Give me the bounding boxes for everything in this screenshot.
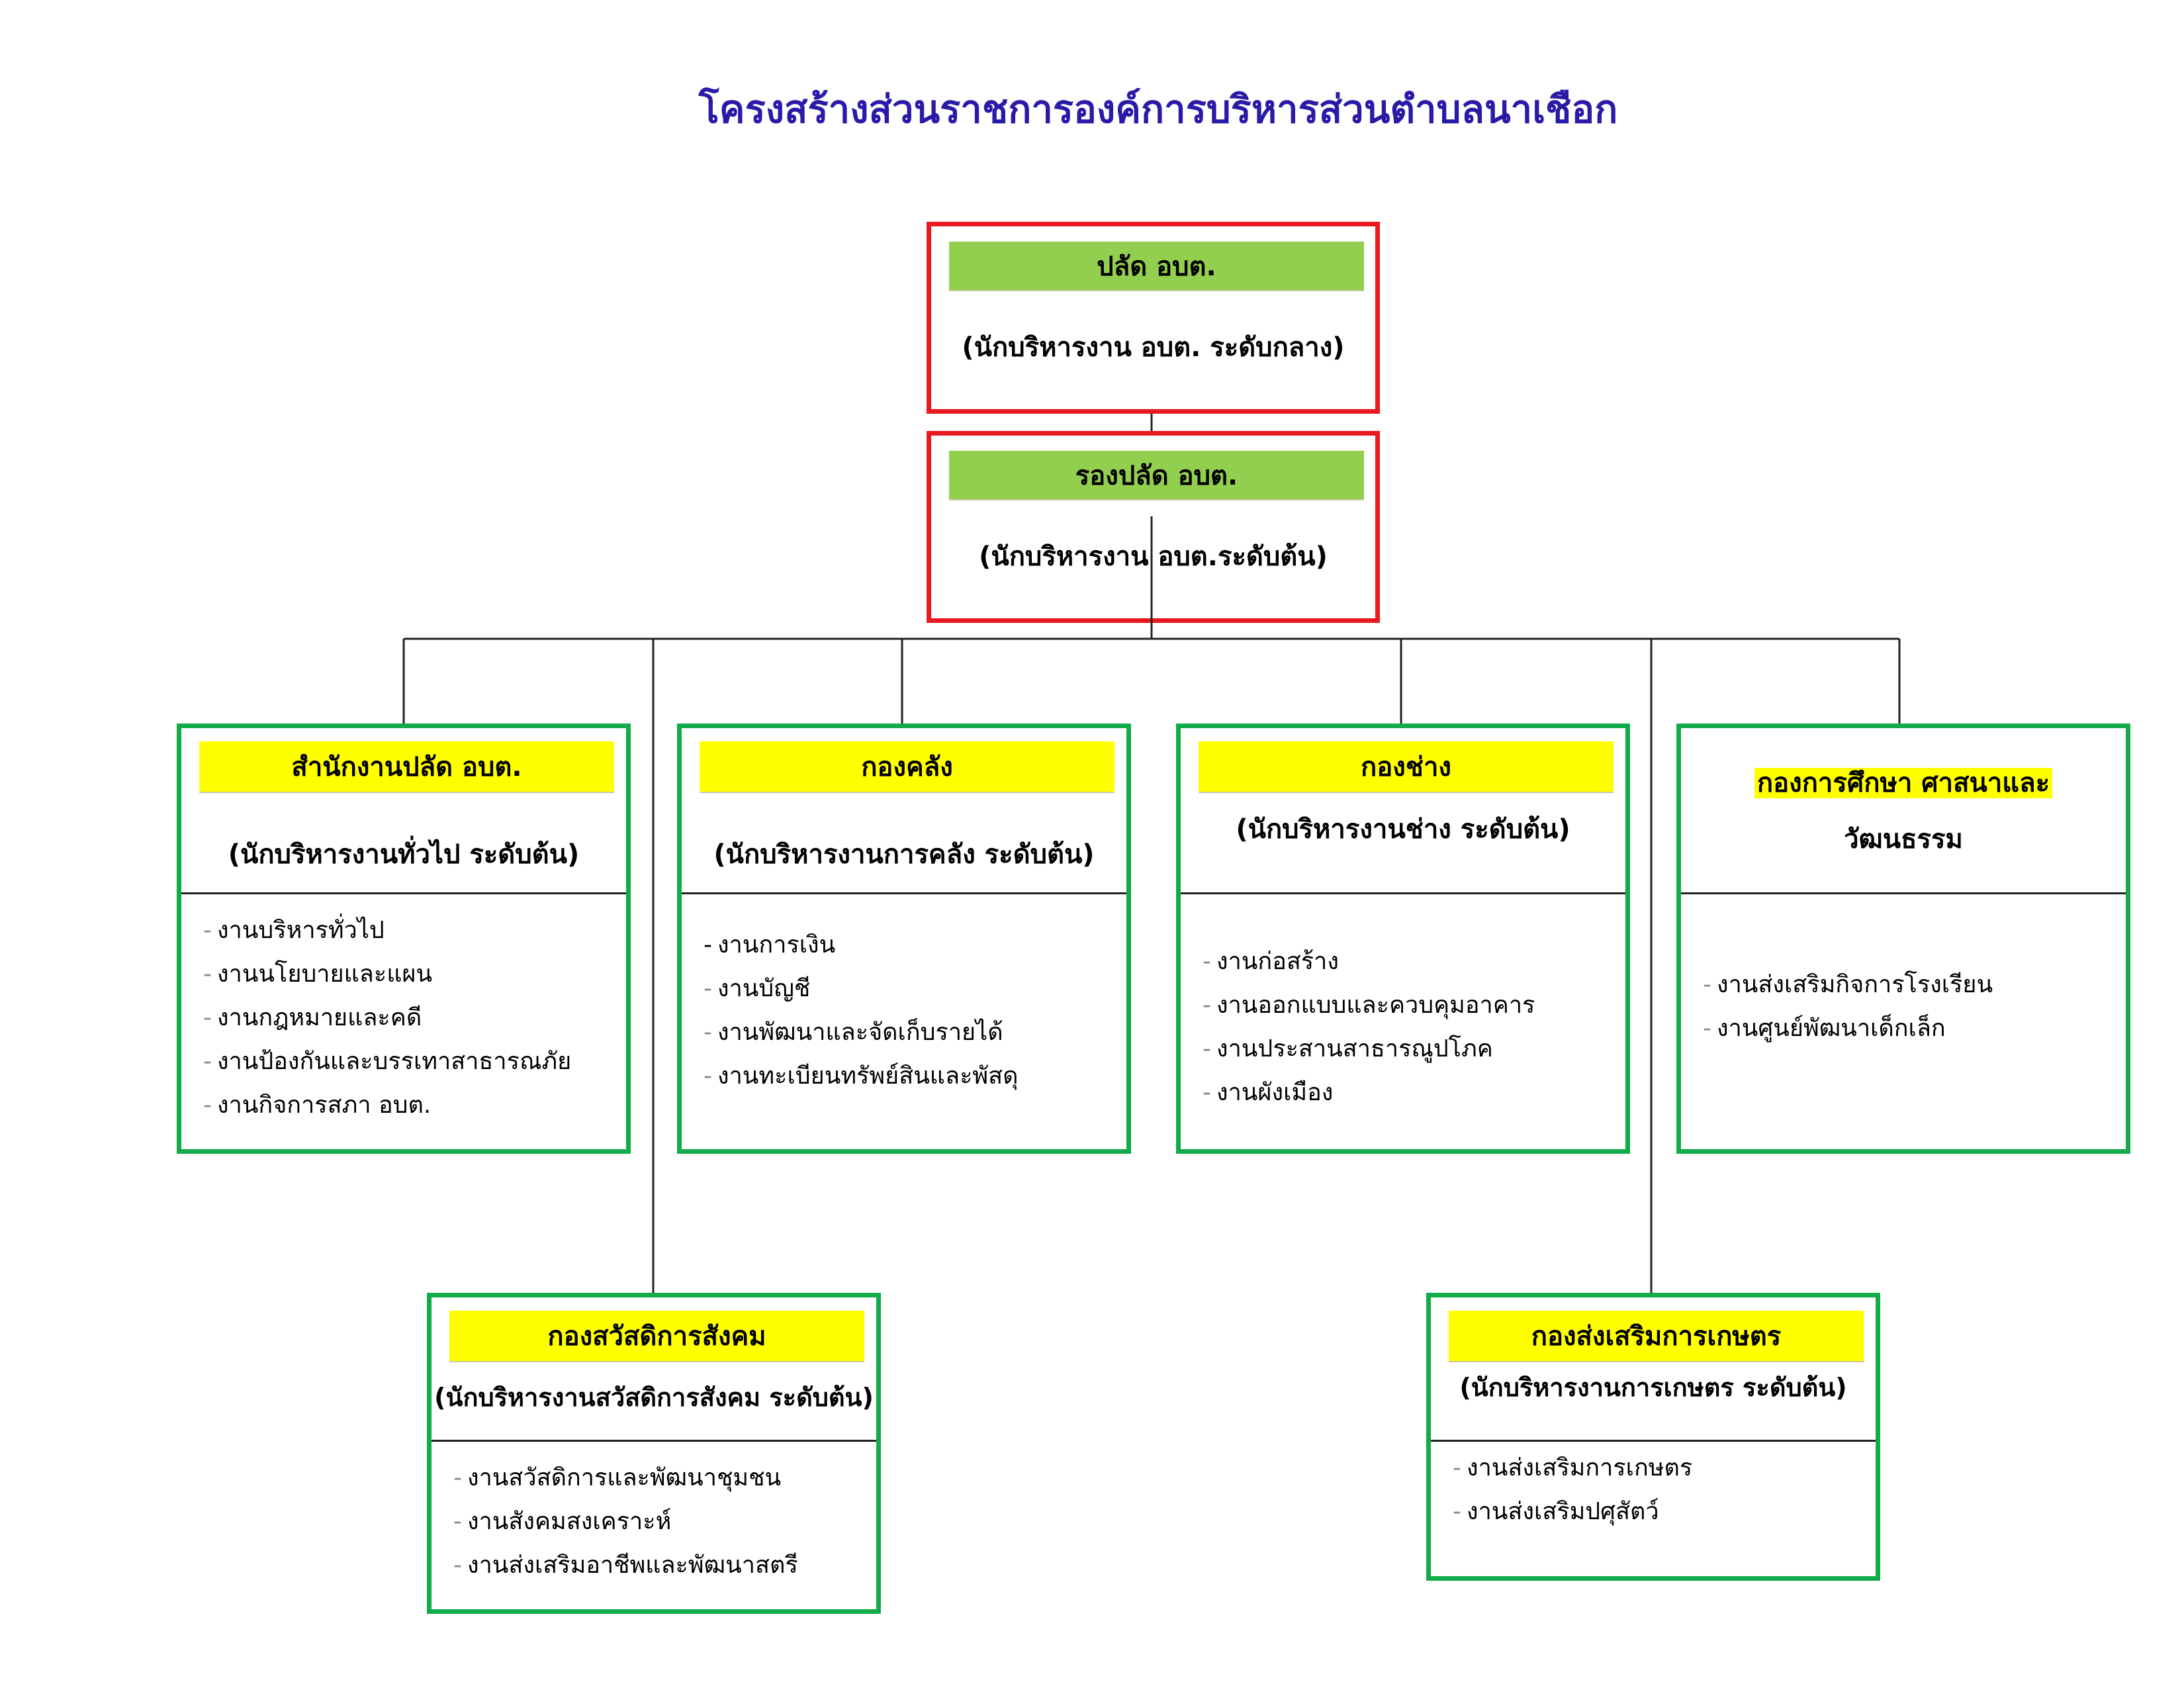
duty-item: -งานสังคมสงเคราะห์	[453, 1508, 672, 1535]
division-finance-duties: -งานการเงิน -งานบัญชี -งานพัฒนาและจัดเก็…	[704, 923, 1018, 1098]
duty-item: -งานบริหารทั่วไป	[203, 917, 385, 944]
division-education: กองการศึกษา ศาสนาและ วัฒนธรรม -งานส่งเสร…	[1676, 724, 2130, 1154]
chart-title: โครงสร้างส่วนราชการองค์การบริหารส่วนตำบล…	[698, 87, 1618, 132]
division-office: สำนักงานปลัด อบต. (นักบริหารงานทั่วไป ระ…	[177, 724, 631, 1154]
division-welfare-divider	[432, 1440, 876, 1442]
duty-item: -งานประสานสาธารณูปโภค	[1203, 1035, 1493, 1062]
division-finance-level: (นักบริหารงานการคลัง ระดับต้น)	[713, 839, 1095, 870]
division-welfare-duties: -งานสวัสดิการและพัฒนาชุมชน -งานสังคมสงเค…	[453, 1456, 798, 1587]
duty-item: -งานกฎหมายและคดี	[203, 1004, 422, 1031]
chief-level: (นักบริหารงาน อบต. ระดับกลาง)	[962, 332, 1345, 363]
chief-position: ปลัด อบต.	[949, 242, 1364, 291]
deputy-box: รองปลัด อบต. (นักบริหารงาน อบต.ระดับต้น)	[927, 431, 1380, 623]
duty-item: -งานศูนย์พัฒนาเด็กเล็ก	[1703, 1015, 1946, 1042]
division-engineering-name: กองช่าง	[1199, 741, 1614, 793]
duty-item: -งานกิจการสภา อบต.	[203, 1092, 432, 1119]
division-office-divider	[181, 892, 626, 894]
deputy-position: รองปลัด อบต.	[949, 451, 1364, 500]
duty-item: -งานป้องกันและบรรเทาสาธารณภัย	[203, 1048, 572, 1075]
division-engineering-divider	[1181, 892, 1625, 894]
division-agriculture-level: (นักบริหารงานการเกษตร ระดับต้น)	[1459, 1373, 1847, 1402]
duty-item: -งานส่งเสริมอาชีพและพัฒนาสตรี	[453, 1552, 798, 1579]
division-education-name-line1: กองการศึกษา ศาสนาและ	[1681, 761, 2126, 804]
division-welfare-level: (นักบริหารงานสวัสดิการสังคม ระดับต้น)	[434, 1383, 874, 1412]
division-office-name: สำนักงานปลัด อบต.	[199, 741, 614, 793]
duty-item: -งานส่งเสริมกิจการโรงเรียน	[1703, 971, 1993, 998]
chief-box: ปลัด อบต. (นักบริหารงาน อบต. ระดับกลาง)	[927, 222, 1380, 414]
division-office-duties: -งานบริหารทั่วไป -งานนโยบายและแผน -งานกฎ…	[203, 909, 571, 1127]
duty-item: -งานการเงิน	[704, 931, 836, 959]
division-agriculture: กองส่งเสริมการเกษตร (นักบริหารงานการเกษต…	[1426, 1293, 1880, 1581]
duty-item: -งานออกแบบและควบคุมอาคาร	[1203, 992, 1535, 1019]
deputy-level: (นักบริหารงาน อบต.ระดับต้น)	[979, 541, 1328, 572]
division-finance: กองคลัง (นักบริหารงานการคลัง ระดับต้น) -…	[677, 724, 1131, 1154]
division-engineering-level: (นักบริหารงานช่าง ระดับต้น)	[1236, 814, 1570, 845]
duty-item: -งานส่งเสริมปศุสัตว์	[1453, 1498, 1659, 1525]
duty-item: -งานบัญชี	[704, 975, 811, 1002]
duty-item: -งานทะเบียนทรัพย์สินและพัสดุ	[704, 1062, 1019, 1090]
duty-item: -งานพัฒนาและจัดเก็บรายได้	[704, 1019, 1003, 1046]
duty-item: -งานผังเมือง	[1203, 1079, 1334, 1106]
division-engineering-duties: -งานก่อสร้าง -งานออกแบบและควบคุมอาคาร -ง…	[1203, 940, 1535, 1115]
division-office-level: (นักบริหารงานทั่วไป ระดับต้น)	[228, 839, 580, 870]
division-welfare-name: กองสวัสดิการสังคม	[449, 1311, 864, 1362]
duty-item: -งานส่งเสริมการเกษตร	[1453, 1454, 1693, 1481]
duty-item: -งานก่อสร้าง	[1203, 948, 1339, 975]
division-agriculture-duties: -งานส่งเสริมการเกษตร -งานส่งเสริมปศุสัตว…	[1453, 1446, 1692, 1534]
division-agriculture-name: กองส่งเสริมการเกษตร	[1449, 1311, 1864, 1362]
division-education-name-line2: วัฒนธรรม	[1844, 824, 1963, 855]
division-engineering: กองช่าง (นักบริหารงานช่าง ระดับต้น) -งาน…	[1176, 724, 1630, 1154]
division-education-divider	[1681, 892, 2126, 894]
division-finance-divider	[682, 892, 1126, 894]
duty-item: -งานนโยบายและแผน	[203, 961, 433, 988]
division-agriculture-divider	[1431, 1440, 1876, 1442]
duty-item: -งานสวัสดิการและพัฒนาชุมชน	[453, 1464, 782, 1491]
division-finance-name: กองคลัง	[700, 741, 1115, 793]
division-welfare: กองสวัสดิการสังคม (นักบริหารงานสวัสดิการ…	[427, 1293, 881, 1614]
division-education-duties: -งานส่งเสริมกิจการโรงเรียน -งานศูนย์พัฒน…	[1703, 963, 1993, 1051]
